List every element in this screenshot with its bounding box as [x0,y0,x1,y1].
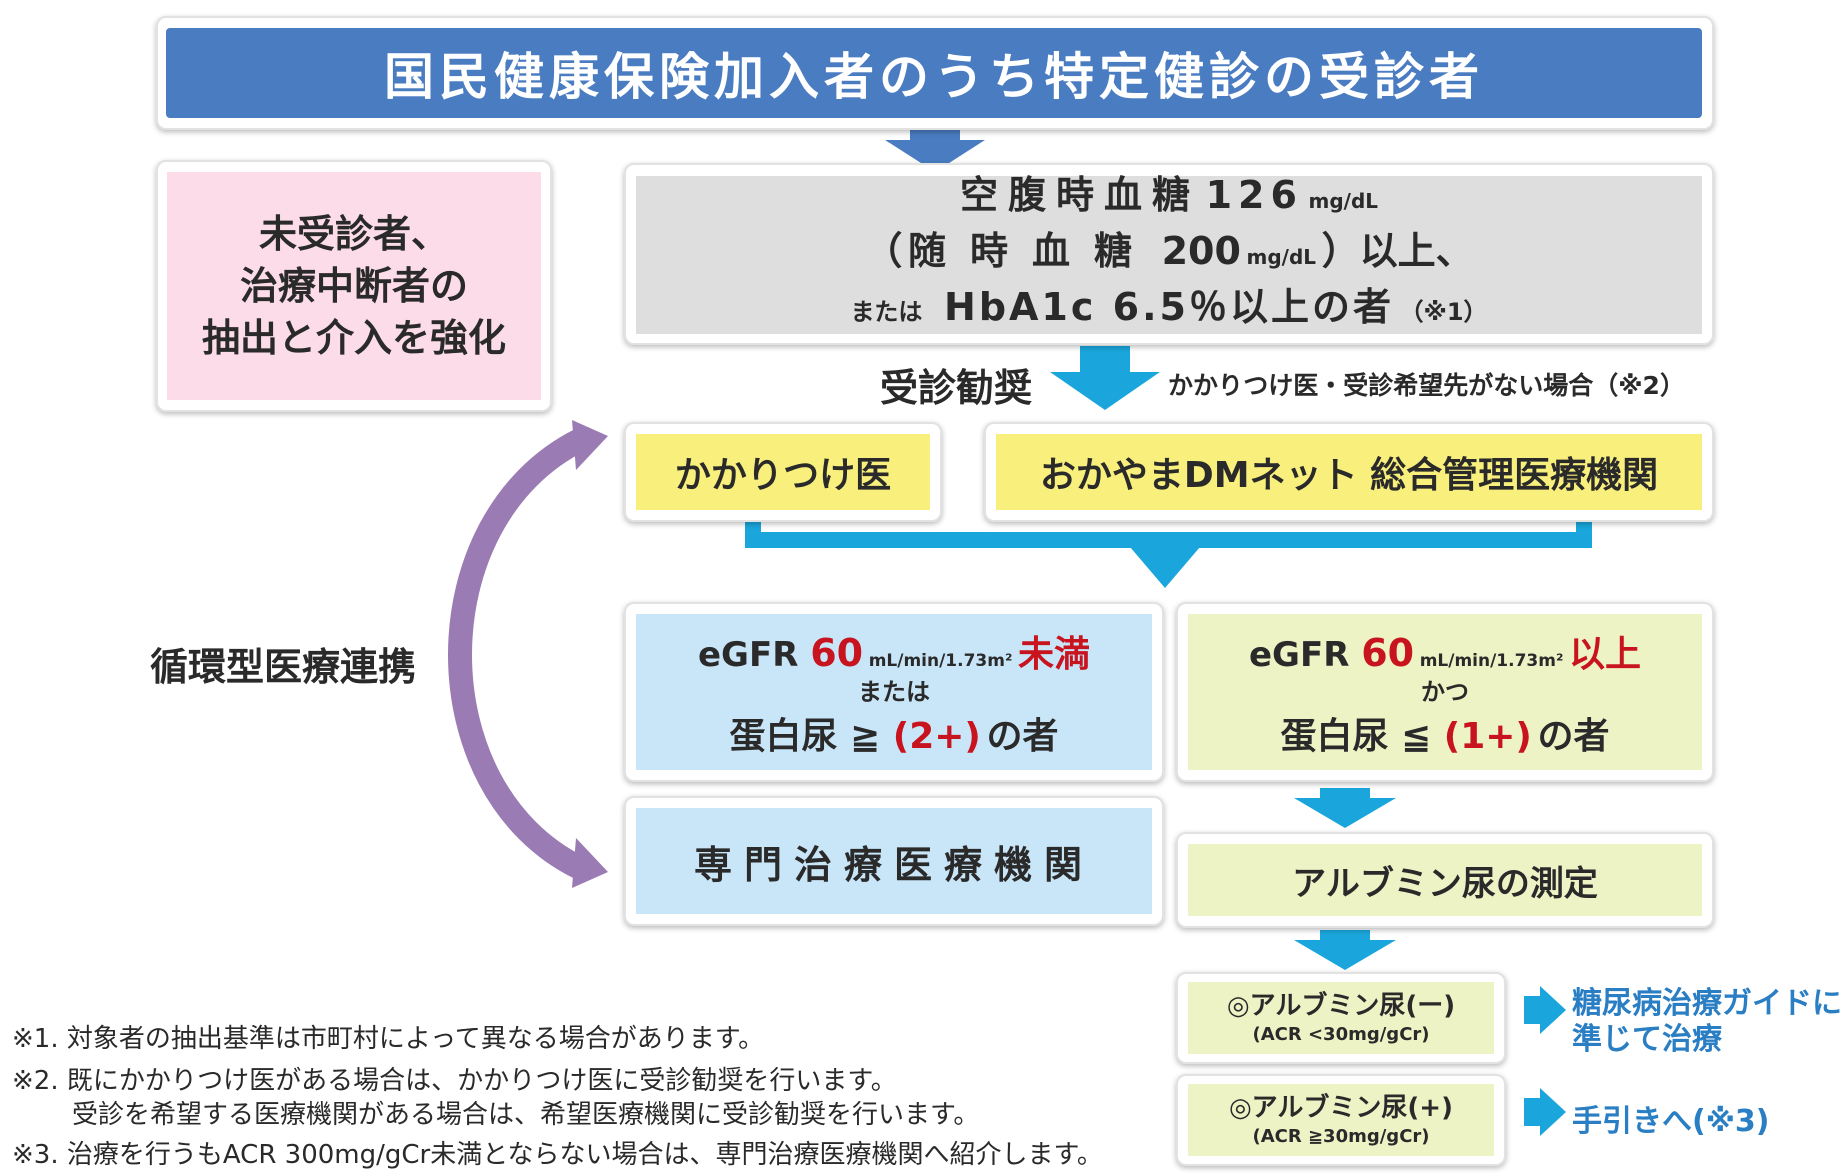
egfr-low-conjunction: または [858,678,930,706]
hba1c-label: HbA1c 6.5％以上の者 [944,285,1394,329]
down-arrow-albumin [1294,788,1396,828]
albumin-pos-box: ◎アルブミン尿(+) (ACR ≧30mg/gCr) [1188,1084,1494,1156]
egfr-high-unit: mL/min/1.73m² [1419,651,1564,671]
footnote-3: ※3. 治療を行うもACR 300mg/gCr未満とならない場合は、専門治療医療… [12,1140,1103,1170]
outcome-neg-line-2: 準じて治療 [1572,1022,1722,1057]
egfr-low-protein: 蛋白尿 ≧ [729,716,893,757]
criteria-line-3: または HbA1c 6.5％以上の者 （※1） [850,283,1487,339]
down-arrow-top [885,125,985,172]
random-glucose-value: 200 [1161,229,1241,273]
down-arrow-recommend [1050,346,1160,410]
outcome-neg-line-1: 糖尿病治療ガイドに [1572,986,1841,1021]
recommend-side-note: かかりつけ医・受診希望先がない場合（※2） [1168,371,1685,400]
down-arrow-albumin-results [1294,930,1396,970]
intervention-box: 未受診者、 治療中断者の 抽出と介入を強化 [167,172,541,400]
albumin-neg-label: ◎アルブミン尿(ー) [1226,991,1456,1021]
criteria-or: または [850,298,923,326]
specialist-box: 専門治療医療機関 [636,808,1152,914]
albumin-pos-label: ◎アルブミン尿(+) [1229,1093,1453,1123]
egfr-high-line-3: 蛋白尿 ≦ (1+) の者 [1281,707,1610,759]
cycle-arrow [448,429,586,879]
albumin-neg-sub: (ACR <30mg/gCr) [1252,1024,1430,1045]
down-arrow-merge [1130,547,1200,588]
egfr-high-line-1: eGFR 60 mL/min/1.73m² 以上 [1249,625,1641,677]
random-glucose-close: ）以上、 [1321,229,1474,273]
outcome-pos: 手引きへ(※3) [1572,1104,1770,1139]
footnote-2b: 受診を希望する医療機関がある場合は、希望医療機関に受診勧奨を行います。 [72,1100,980,1130]
specialist-label: 専門治療医療機関 [693,842,1094,887]
fasting-glucose-unit: mg/dL [1308,189,1379,213]
right-arrow-pos [1524,1088,1566,1136]
albumin-pos-sub: (ACR ≧30mg/gCr) [1252,1126,1430,1147]
fasting-glucose-value: 126 [1205,173,1303,217]
egfr-low-prefix: eGFR [698,635,811,675]
random-glucose-open: （ [864,229,903,273]
header-title: 国民健康保険加入者のうち特定健診の受診者 [384,48,1484,106]
intervention-line-3: 抽出と介入を強化 [201,316,506,360]
egfr-high-suffix: の者 [1537,716,1610,757]
intervention-line-2: 治療中断者の [239,264,468,308]
intervention-line-1: 未受診者、 [258,212,449,256]
albumin-measure-label: アルブミン尿の測定 [1292,863,1598,904]
recommend-label: 受診勧奨 [880,366,1033,410]
egfr-high-conjunction: かつ [1421,678,1469,706]
criteria-line-1: 空腹時血糖 126 mg/dL [960,171,1378,227]
dmnet-label: おかやまDMネット 総合管理医療機関 [1039,455,1659,496]
outcome-neg: 糖尿病治療ガイドに 準じて治療 [1572,986,1841,1058]
gp-label: かかりつけ医 [674,455,892,496]
egfr-low-value: 60 [810,631,864,675]
egfr-high-box: eGFR 60 mL/min/1.73m² 以上 かつ 蛋白尿 ≦ (1+) の… [1188,614,1702,770]
merge-connector [745,520,1592,548]
random-glucose-unit: mg/dL [1246,245,1317,269]
cycle-arrow-head-bottom [572,838,608,888]
egfr-low-suffix: の者 [986,716,1059,757]
right-arrow-neg [1524,986,1566,1034]
egfr-low-protein-value: (2+) [892,716,981,757]
egfr-high-prefix: eGFR [1249,635,1362,675]
egfr-low-line-1: eGFR 60 mL/min/1.73m² 未満 [698,625,1090,677]
header-banner: 国民健康保険加入者のうち特定健診の受診者 [166,28,1702,118]
dmnet-box: おかやまDMネット 総合管理医療機関 [996,434,1702,510]
egfr-low-box: eGFR 60 mL/min/1.73m² 未満 または 蛋白尿 ≧ (2+) … [636,614,1152,770]
egfr-low-line-3: 蛋白尿 ≧ (2+) の者 [730,707,1059,759]
random-glucose-label: 随時血糖 [907,229,1156,273]
egfr-high-condition: 以上 [1568,634,1641,675]
egfr-low-unit: mL/min/1.73m² [868,651,1013,671]
criteria-footnote-ref: （※1） [1399,298,1488,326]
egfr-low-condition: 未満 [1017,634,1090,675]
criteria-box: 空腹時血糖 126 mg/dL （ 随時血糖 200 mg/dL ）以上、 また… [636,173,1702,334]
cycle-label: 循環型医療連携 [150,645,417,689]
egfr-high-protein: 蛋白尿 ≦ [1280,716,1444,757]
footnote-1: ※1. 対象者の抽出基準は市町村によって異なる場合があります。 [12,1024,765,1054]
cycle-arrow-head-top [572,420,608,470]
footnote-2a: ※2. 既にかかりつけ医がある場合は、かかりつけ医に受診勧奨を行います。 [12,1066,897,1096]
gp-box: かかりつけ医 [636,434,930,510]
albumin-neg-box: ◎アルブミン尿(ー) (ACR <30mg/gCr) [1188,982,1494,1054]
criteria-line-2: （ 随時血糖 200 mg/dL ）以上、 [864,227,1473,283]
egfr-high-value: 60 [1361,631,1415,675]
albumin-measure-box: アルブミン尿の測定 [1188,844,1702,916]
fasting-glucose-label: 空腹時血糖 [959,173,1200,217]
egfr-high-protein-value: (1+) [1443,716,1532,757]
